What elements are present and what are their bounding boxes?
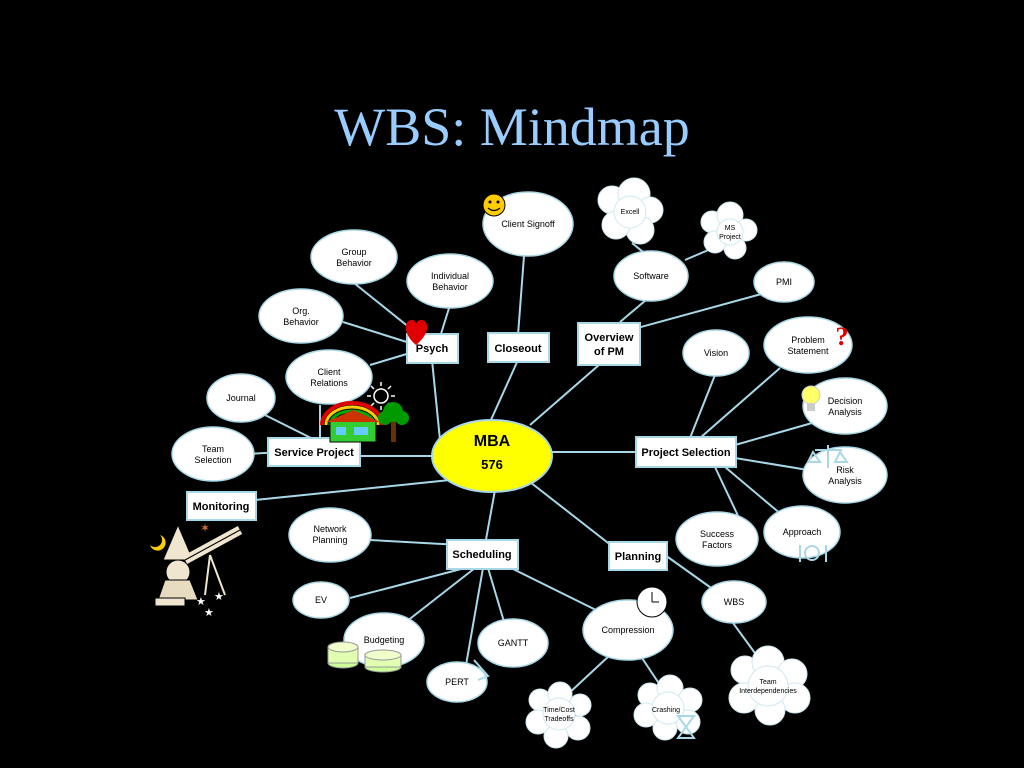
overview-box-line1: Overview <box>585 332 634 344</box>
scales-icon <box>806 445 849 468</box>
stopwatch-hand-icon <box>473 659 490 681</box>
gantt-node: GANTT <box>498 638 529 648</box>
budgeting-node: Budgeting <box>364 635 405 645</box>
team-interdependencies-line2: Interdependencies <box>739 688 797 695</box>
svg-text:★: ★ <box>196 595 206 608</box>
hourglass-icon <box>676 715 696 739</box>
team-selection-line2: Selection <box>194 455 231 465</box>
planning-box: Planning <box>615 551 661 563</box>
svg-text:★: ★ <box>214 590 224 603</box>
crashing-node: Crashing <box>652 707 680 714</box>
client-signoff-node: Client Signoff <box>501 219 555 229</box>
psych-box: Psych <box>416 343 449 355</box>
cloud-team-interdependencies <box>728 645 811 726</box>
box-nodes <box>186 322 737 571</box>
ev-node: EV <box>315 595 327 605</box>
project-selection-box: Project Selection <box>641 447 731 459</box>
team-interdependencies-line1: Team <box>759 679 776 686</box>
vision-node: Vision <box>704 348 728 358</box>
pert-node: PERT <box>445 677 469 687</box>
tree-icon <box>378 402 409 442</box>
oval-nodes <box>171 191 888 703</box>
approach-node: Approach <box>783 527 822 537</box>
decision-analysis-line1: Decision <box>828 396 863 406</box>
smiley-icon <box>482 193 506 217</box>
center-label-line2: 576 <box>481 457 503 472</box>
journal-node: Journal <box>226 393 256 403</box>
network-planning-line2: Planning <box>312 535 347 545</box>
cloud-ms-project <box>700 201 758 260</box>
center-label-line1: MBA <box>474 433 511 450</box>
center-node <box>431 419 553 493</box>
service-project-box: Service Project <box>274 447 354 459</box>
wizard-telescope-icon: ✶ ★ ★ ★ <box>150 521 243 619</box>
time-cost-tradeoffs-line1: Time/Cost <box>543 707 575 714</box>
client-relations-line1: Client <box>317 367 341 377</box>
client-relations-line2: Relations <box>310 378 348 388</box>
individual-behavior-line2: Behavior <box>432 282 468 292</box>
lightbulb-icon <box>801 385 821 411</box>
success-factors-line2: Factors <box>702 540 733 550</box>
risk-analysis-line2: Analysis <box>828 476 862 486</box>
scheduling-box: Scheduling <box>452 549 511 561</box>
coins-icon <box>327 641 402 673</box>
problem-statement-line2: Statement <box>787 346 829 356</box>
cloud-time-cost-tradeoffs <box>525 681 592 749</box>
network-planning-line1: Network <box>313 524 347 534</box>
software-node: Software <box>633 271 669 281</box>
success-factors-line1: Success <box>700 529 735 539</box>
group-behavior-line2: Behavior <box>336 258 372 268</box>
heart-icon <box>405 320 428 345</box>
star-icon: ✶ <box>200 521 210 535</box>
pmi-node: PMI <box>776 277 792 287</box>
compression-node: Compression <box>601 625 654 635</box>
clock-icon <box>636 586 668 618</box>
ms-project-line2: Project <box>719 234 741 241</box>
cloud-nodes <box>525 177 811 749</box>
dinner-plate-icon <box>799 545 827 562</box>
time-cost-tradeoffs-line2: Tradeoffs <box>544 716 574 723</box>
org-behavior-line1: Org. <box>292 306 310 316</box>
wbs-node: WBS <box>724 597 745 607</box>
org-behavior-line2: Behavior <box>283 317 319 327</box>
excell-node: Excell <box>621 209 640 216</box>
closeout-box: Closeout <box>494 343 541 355</box>
ms-project-line1: MS <box>725 225 736 232</box>
group-behavior-line1: Group <box>341 247 366 257</box>
svg-text:★: ★ <box>204 606 214 619</box>
problem-statement-line1: Problem <box>791 335 825 345</box>
slide-title: WBS: Mindmap <box>334 97 690 157</box>
question-mark-icon: ? <box>836 322 849 351</box>
monitoring-box: Monitoring <box>193 501 250 513</box>
overview-box-line2: of PM <box>594 346 624 358</box>
house-rainbow-icon <box>320 401 384 443</box>
decision-analysis-line2: Analysis <box>828 407 862 417</box>
team-selection-line1: Team <box>202 444 224 454</box>
cloud-excell <box>597 177 664 245</box>
individual-behavior-line1: Individual <box>431 271 469 281</box>
risk-analysis-line1: Risk <box>836 465 854 475</box>
